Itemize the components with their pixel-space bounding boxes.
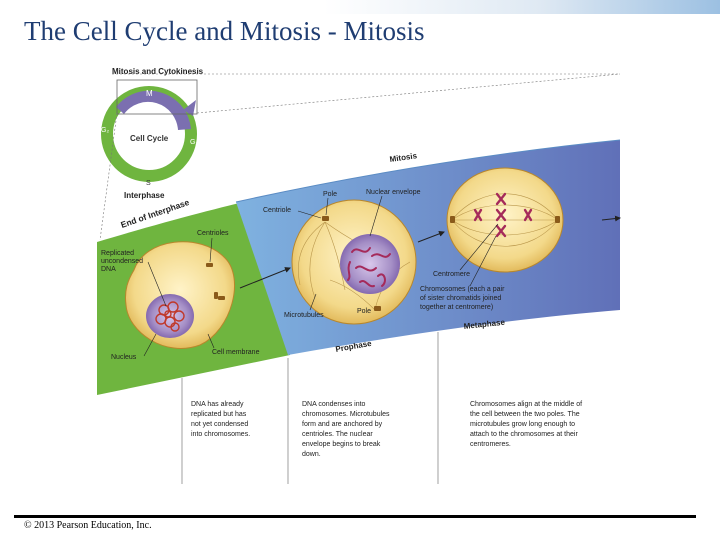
centrioles-label: Centrioles xyxy=(197,230,229,237)
nucleus-leader xyxy=(143,333,157,357)
microtubules-leader xyxy=(309,293,317,311)
centromere-label: Centromere xyxy=(433,271,470,278)
cell-membrane-label: Cell membrane xyxy=(212,349,260,356)
mitosis-band-label: Mitosis xyxy=(389,151,418,164)
centriole-leader xyxy=(297,210,322,219)
m-phase-arc xyxy=(116,90,191,130)
s-label: S xyxy=(146,180,151,187)
pole-bottom-label: Pole xyxy=(357,308,371,315)
chromosomes-label: Chromosomes (each a pair of sister chrom… xyxy=(420,286,506,311)
arrow-icon xyxy=(601,215,621,222)
prophase-centriole-bottom xyxy=(374,306,381,311)
arrow-icon xyxy=(417,230,445,243)
cell-cycle-diagram: M Cell Cycle G₂ G₁ S Interphase xyxy=(99,73,621,241)
m-label: M xyxy=(146,89,153,98)
microtubules-label: Microtubules xyxy=(284,312,324,319)
pole-top-leader xyxy=(325,197,329,216)
replicated-dna-leader xyxy=(147,261,167,307)
uncondensed-dna xyxy=(155,301,185,332)
metaphase-description: Chromosomes align at the middle of the c… xyxy=(470,401,584,448)
chromosomes-leader xyxy=(469,235,497,287)
cell-membrane-leader xyxy=(207,333,215,349)
nuclear-envelope-label: Nuclear envelope xyxy=(366,189,421,196)
slide-title: The Cell Cycle and Mitosis - Mitosis xyxy=(24,16,425,46)
cell-cycle-center-label: Cell Cycle xyxy=(130,134,169,143)
mitosis-highlight-box xyxy=(116,79,198,115)
centriole-b xyxy=(214,292,218,299)
interphase-label: Interphase xyxy=(124,191,165,200)
interphase-description: DNA has already replicated but has not y… xyxy=(191,401,250,438)
nucleus-label: Nucleus xyxy=(111,354,137,361)
replicated-dna-label: Replicated uncondensed DNA xyxy=(101,250,145,273)
metaphase-cell xyxy=(446,167,564,273)
copyright-footer: © 2013 Pearson Education, Inc. xyxy=(24,520,152,531)
g1-label: G₁ xyxy=(190,139,198,146)
centromere-leader xyxy=(459,223,499,271)
mitosis-figure: Mitosis and Cytokinesis M Cell Cycle G₂ … xyxy=(97,67,621,484)
footer-rule xyxy=(14,515,696,518)
centriole-label: Centriole xyxy=(263,207,291,214)
prophase-description: DNA condenses into chromosomes. Microtub… xyxy=(302,401,391,458)
pole-top-label: Pole xyxy=(323,191,337,198)
inset-header: Mitosis and Cytokinesis xyxy=(112,67,204,76)
centriole-a xyxy=(206,263,213,267)
nuclear-envelope-leader xyxy=(369,195,383,237)
aligned-chromosomes xyxy=(473,192,533,238)
band-top-edge xyxy=(235,139,621,203)
centrioles-leader xyxy=(209,237,213,263)
arrow-icon xyxy=(239,267,291,289)
g2-label: G₂ xyxy=(101,127,109,134)
prophase-cell xyxy=(291,199,417,325)
top-gradient-bar xyxy=(0,0,720,14)
centriole-c xyxy=(218,296,225,300)
interphase-cell xyxy=(125,241,235,349)
prophase-centriole-top xyxy=(322,216,329,221)
metaphase-label: Metaphase xyxy=(463,318,506,331)
condensing-chromosomes xyxy=(347,247,391,288)
